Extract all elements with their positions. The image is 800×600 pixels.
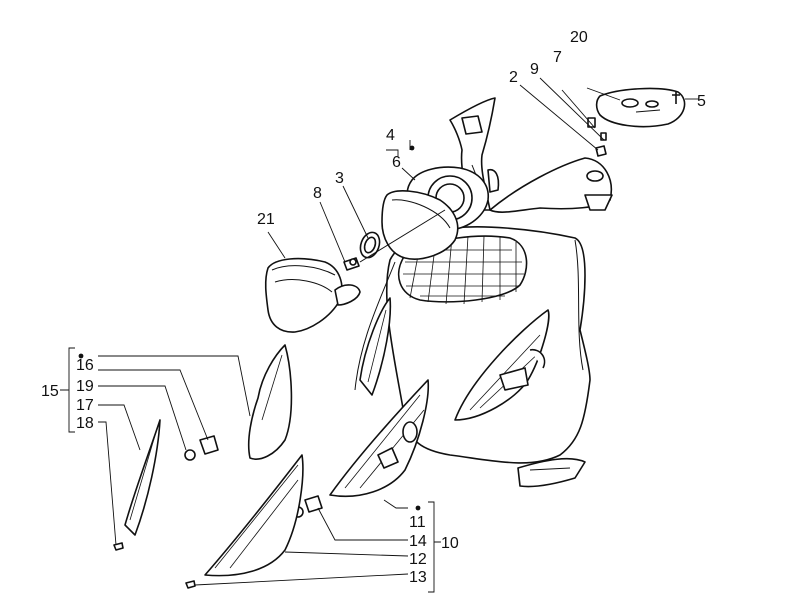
large-signal-lens-part bbox=[204, 454, 304, 577]
center-signal-assembly-part bbox=[329, 379, 430, 498]
bulb-socket-part bbox=[359, 231, 381, 259]
callout-7: 7 bbox=[553, 49, 562, 66]
screw-5-part bbox=[672, 92, 680, 104]
badge-plate-part bbox=[595, 87, 686, 128]
callout-10: 10 bbox=[441, 535, 459, 552]
callout-14: 14 bbox=[409, 533, 427, 550]
callout-labels: 20 5 7 9 2 4 6 3 8 21 16 15 19 17 18 11 … bbox=[41, 29, 706, 586]
bulb-part bbox=[343, 209, 446, 271]
callout-15: 15 bbox=[41, 383, 59, 400]
leader-lines bbox=[60, 77, 698, 593]
left-body-cutout bbox=[359, 297, 392, 396]
callout-16: 16 bbox=[76, 357, 94, 374]
callout-6: 6 bbox=[392, 154, 401, 171]
callout-18: 18 bbox=[76, 415, 94, 432]
callout-12: 12 bbox=[409, 551, 427, 568]
left-upper-signal-part bbox=[247, 344, 293, 460]
bracket-dot-10 bbox=[415, 505, 421, 511]
callout-2: 2 bbox=[509, 69, 518, 86]
callout-11: 11 bbox=[409, 514, 426, 531]
headlamp-unit-part bbox=[264, 257, 361, 333]
callout-20: 20 bbox=[570, 29, 588, 46]
callout-5: 5 bbox=[697, 93, 706, 110]
callout-21: 21 bbox=[257, 211, 275, 228]
right-signal-part bbox=[454, 309, 550, 421]
callout-17: 17 bbox=[76, 397, 94, 414]
bulb-holder-19-part bbox=[184, 435, 219, 461]
left-lower-lens-part bbox=[124, 419, 161, 536]
callout-4: 4 bbox=[386, 127, 395, 144]
screw-13-part bbox=[185, 580, 196, 589]
callout-3: 3 bbox=[335, 170, 344, 187]
bracket-dot-4 bbox=[409, 145, 415, 151]
callout-9: 9 bbox=[530, 61, 539, 78]
dashboard-panel-part bbox=[489, 157, 613, 213]
screw-18-part bbox=[113, 542, 124, 551]
callout-19: 19 bbox=[76, 378, 94, 395]
small-bracket-part bbox=[587, 117, 607, 157]
callout-8: 8 bbox=[313, 185, 322, 202]
bracket-dot-15 bbox=[78, 353, 84, 359]
callout-13: 13 bbox=[409, 569, 427, 586]
